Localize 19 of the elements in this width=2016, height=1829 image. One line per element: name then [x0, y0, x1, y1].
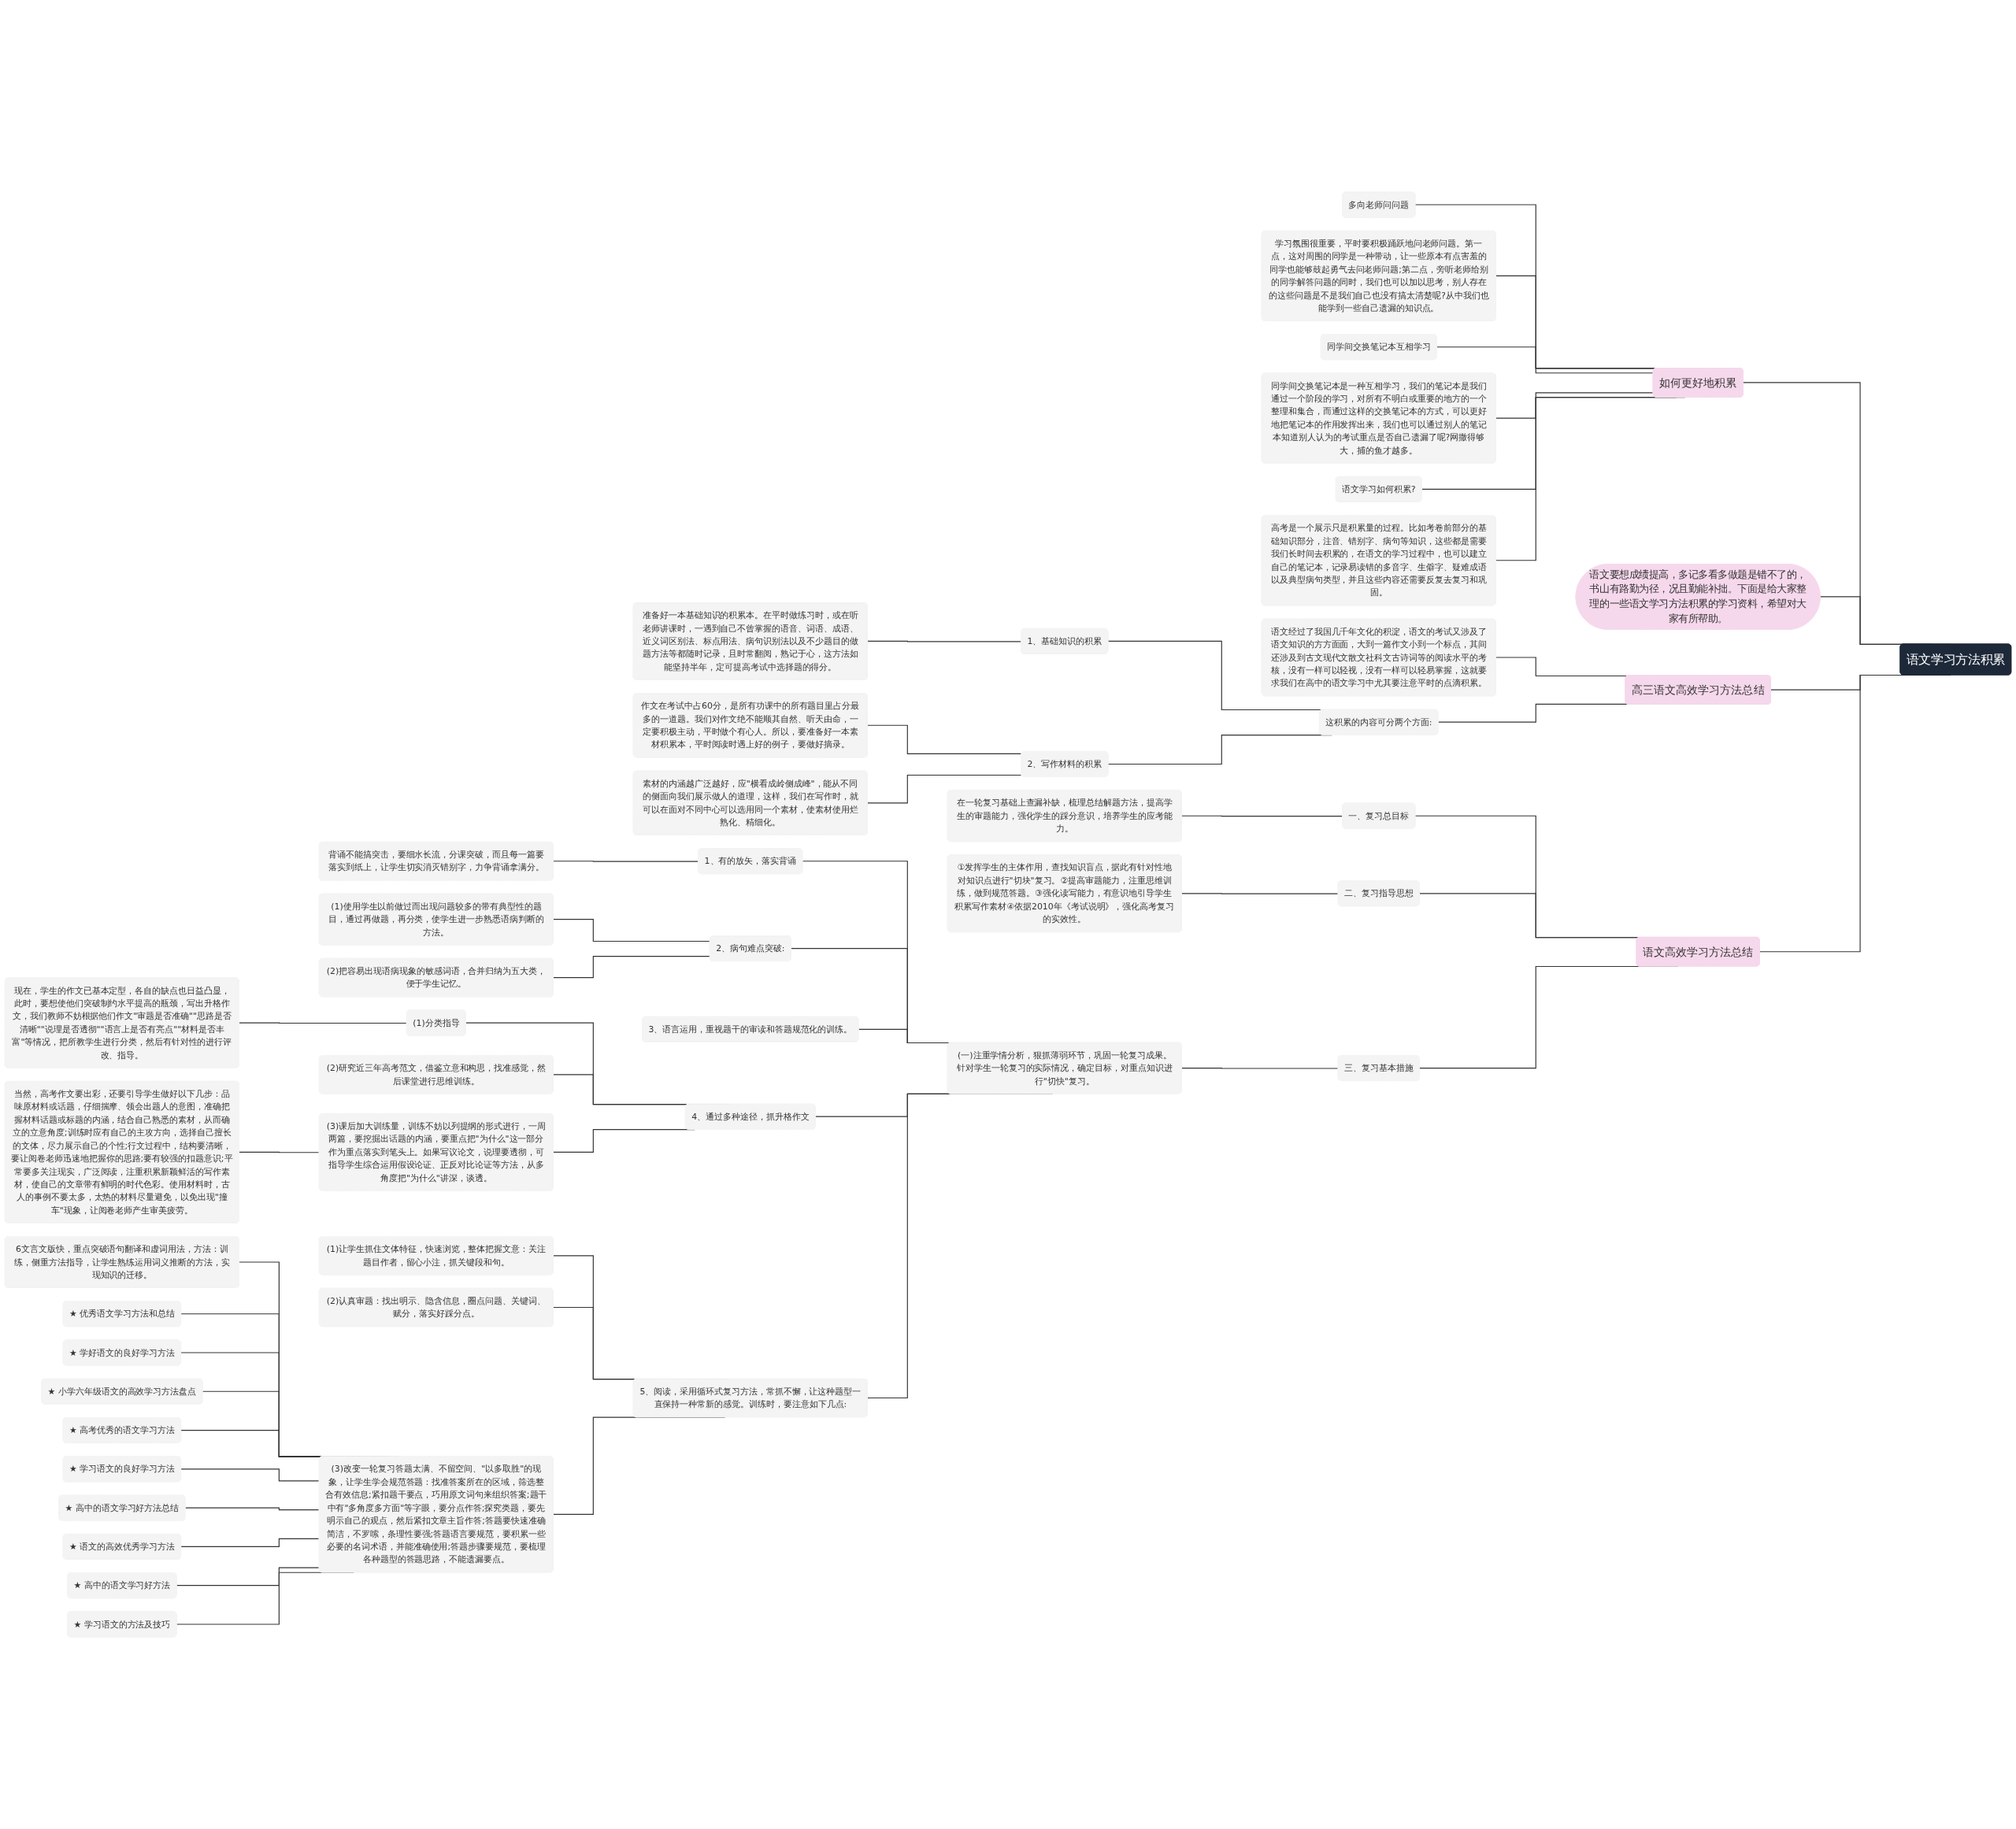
connector — [553, 861, 699, 862]
connector — [1181, 893, 1340, 894]
connector — [1181, 815, 1343, 817]
connector — [180, 1538, 321, 1548]
connector — [1437, 703, 1628, 724]
connector — [1181, 1068, 1340, 1069]
connector — [1495, 657, 1628, 677]
connector — [239, 1022, 408, 1024]
connector — [1436, 346, 1655, 374]
connector — [553, 919, 711, 942]
connector — [553, 955, 711, 979]
connector — [184, 1507, 321, 1511]
connector — [867, 724, 1022, 754]
connector — [239, 1151, 321, 1153]
connector — [867, 774, 1022, 804]
connector — [1495, 392, 1655, 420]
connector — [180, 1468, 321, 1482]
connector — [867, 640, 1022, 642]
connector — [176, 1567, 321, 1586]
